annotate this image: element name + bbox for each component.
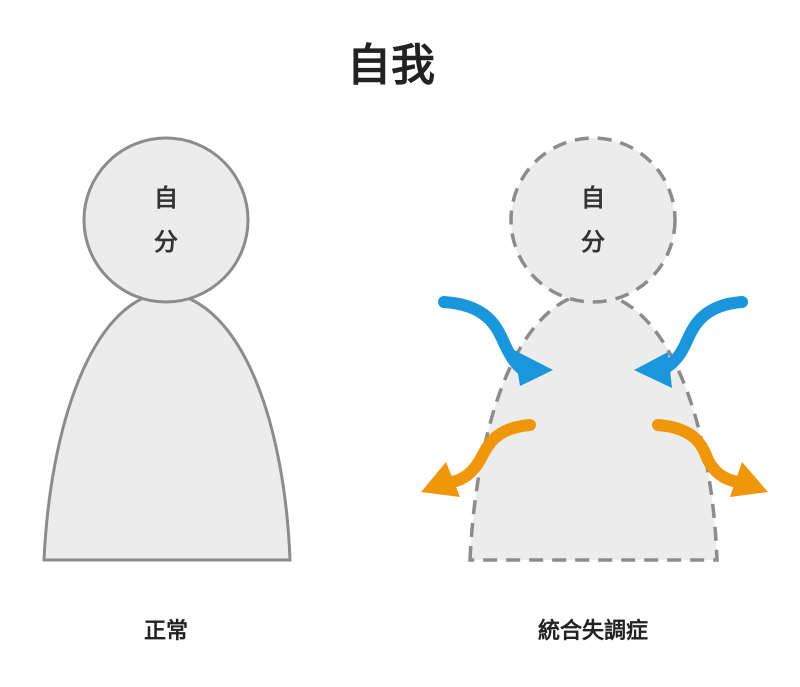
arrow-outward-right [652, 419, 744, 488]
normal-caption: 正常 [144, 618, 188, 644]
arrow-inward-right [654, 296, 748, 376]
schizophrenia-head-char-2: 分 [581, 228, 605, 256]
arrow-outward-left [446, 419, 536, 488]
schizophrenia-figure: 自 分 統合失調症 [468, 136, 719, 644]
arrow-outward-left-head [421, 462, 460, 497]
schizophrenia-caption: 統合失調症 [538, 618, 648, 644]
schizophrenia-head [509, 136, 677, 304]
arrow-inward-icon [438, 296, 748, 388]
normal-figure: 自 分 正常 [42, 136, 292, 644]
arrow-outward-icon [421, 419, 768, 497]
page-title: 自我 [347, 40, 435, 91]
arrow-inward-left [438, 296, 534, 378]
normal-head-char-2: 分 [154, 228, 178, 256]
normal-head [82, 136, 250, 304]
arrow-outward-right-head [730, 462, 768, 497]
arrow-inward-left-head [514, 350, 553, 386]
normal-head-char-1: 自 [154, 184, 178, 212]
normal-body [42, 290, 292, 562]
schizophrenia-head-char-1: 自 [581, 184, 605, 212]
arrow-inward-right-head [634, 352, 672, 388]
